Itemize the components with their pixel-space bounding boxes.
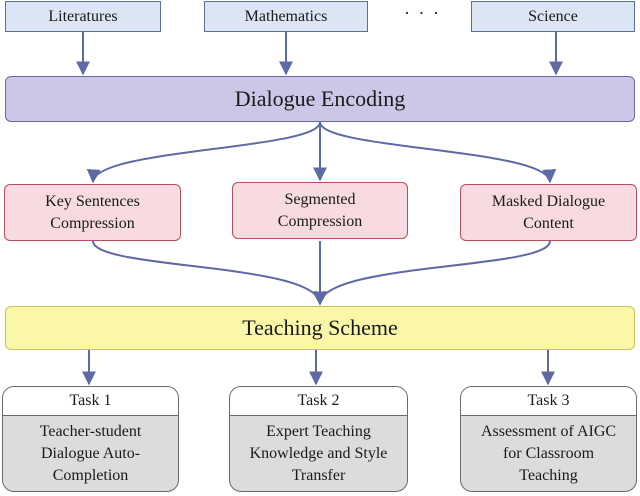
arrow-encoding-to-key-sentences (86, 121, 321, 184)
arrow-encoding-to-masked (319, 121, 557, 184)
task-3-title: Task 3 (461, 387, 636, 416)
task-2-card: Task 2 Expert Teaching Knowledge and Sty… (229, 386, 408, 492)
task-2-line3: Transfer (291, 467, 346, 484)
arrow-masked-to-scheme (313, 240, 551, 306)
source-ellipsis: · · · (404, 3, 441, 23)
task-3-line2: for Classroom (502, 445, 595, 462)
masked-line2: Content (523, 214, 574, 232)
segmented-line2: Compression (277, 212, 363, 230)
source-literatures: Literatures (5, 1, 161, 32)
key-sentences-compression-box: Key Sentences Compression (4, 184, 181, 241)
source-mathematics-label: Mathematics (244, 7, 328, 25)
dialogue-encoding-box: Dialogue Encoding (5, 76, 635, 122)
source-science-label: Science (528, 7, 578, 25)
key-sentences-line1: Key Sentences (45, 192, 140, 210)
source-science: Science (471, 1, 635, 32)
task-2-line1: Expert Teaching (266, 423, 371, 440)
task-3-body: Assessment of AIGC for Classroom Teachin… (461, 416, 636, 491)
segmented-compression-box: Segmented Compression (232, 182, 408, 239)
source-literatures-label: Literatures (48, 7, 118, 25)
task-1-line2: Dialogue Auto- (40, 445, 141, 462)
task-3-line3: Teaching (519, 467, 578, 484)
task-3-card: Task 3 Assessment of AIGC for Classroom … (460, 386, 637, 492)
masked-line1: Masked Dialogue (491, 192, 606, 210)
task-1-line1: Teacher-student (39, 423, 142, 440)
task-2-title: Task 2 (230, 387, 407, 416)
teaching-scheme-box: Teaching Scheme (5, 306, 635, 350)
source-mathematics: Mathematics (204, 1, 368, 32)
task-1-title: Task 1 (3, 387, 178, 416)
task-2-line2: Knowledge and Style (249, 445, 388, 462)
segmented-line1: Segmented (284, 190, 356, 208)
dialogue-encoding-label: Dialogue Encoding (234, 86, 406, 111)
task-1-body: Teacher-student Dialogue Auto- Completio… (3, 416, 178, 491)
key-sentences-line2: Compression (50, 214, 135, 232)
task-1-card: Task 1 Teacher-student Dialogue Auto- Co… (2, 386, 179, 492)
arrow-key-sentences-to-scheme (92, 240, 327, 306)
teaching-scheme-label: Teaching Scheme (242, 315, 398, 340)
task-2-body: Expert Teaching Knowledge and Style Tran… (230, 416, 407, 491)
task-1-line3: Completion (52, 467, 129, 484)
task-3-line1: Assessment of AIGC (480, 423, 617, 440)
masked-dialogue-content-box: Masked Dialogue Content (460, 184, 637, 241)
